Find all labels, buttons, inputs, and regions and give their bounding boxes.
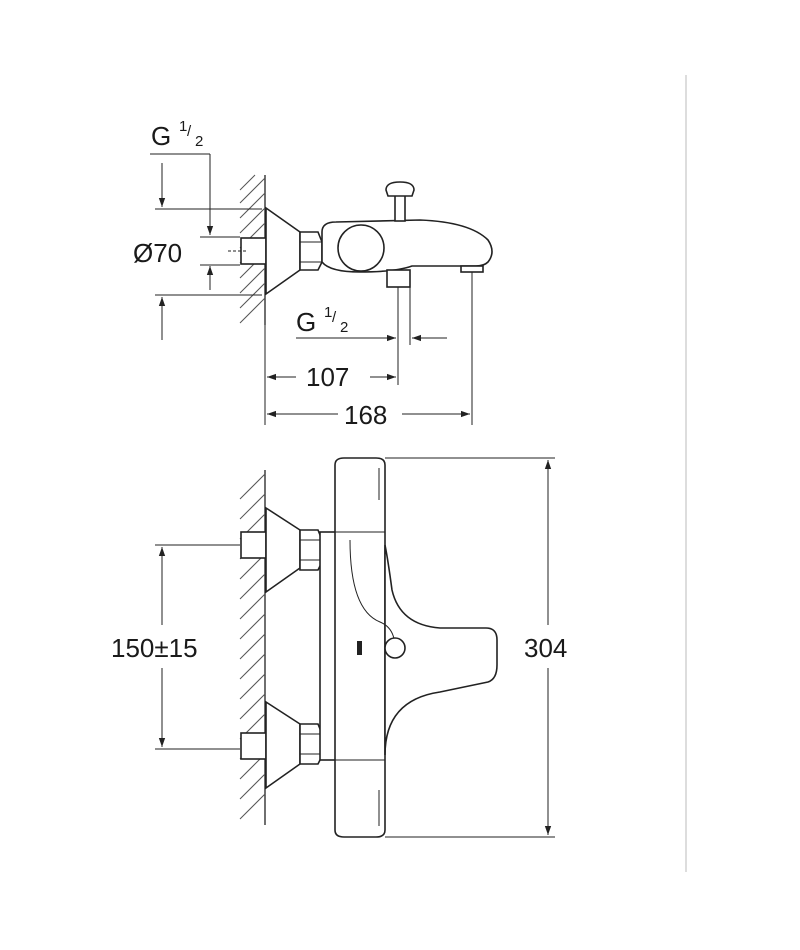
- overall-height-label: 304: [524, 633, 567, 663]
- wall-hatch-bottom: [239, 470, 266, 825]
- outlet-thread-num: 1: [324, 304, 332, 321]
- side-view: G 1 / 2 Ø70 G 1 / 2 107 168: [133, 118, 493, 430]
- svg-text:/: /: [332, 309, 337, 326]
- upper-rosette: [265, 506, 301, 594]
- lower-hex-nut: [299, 723, 323, 765]
- depth-outlet-label: 107: [306, 362, 349, 392]
- svg-text:/: /: [187, 123, 192, 140]
- rosette-cone: [265, 206, 301, 296]
- lower-rosette: [265, 700, 301, 790]
- depth-total-label: 168: [344, 400, 387, 430]
- handle-knob: [337, 224, 385, 272]
- temp-marker: [357, 641, 362, 655]
- diverter-cap: [385, 181, 415, 197]
- hex-nut: [299, 231, 323, 271]
- inlet-thread-num: 1: [179, 118, 187, 135]
- lower-inlet-stub: [240, 732, 267, 760]
- diverter-button: [384, 637, 406, 659]
- inlet-spacing-label: 150±15: [111, 633, 198, 663]
- inlet-thread-prefix: G: [151, 121, 171, 151]
- diverter-stem: [394, 194, 406, 222]
- diameter-label: Ø70: [133, 238, 182, 268]
- spout-front: [384, 544, 498, 756]
- wall-hatch-top: [239, 174, 266, 325]
- outlet-thread-prefix: G: [296, 307, 316, 337]
- spout-aerator: [460, 265, 484, 273]
- front-view: 150±15 304: [111, 457, 567, 838]
- bottom-outlet: [386, 269, 411, 288]
- inlet-thread-den: 2: [195, 133, 203, 150]
- upper-inlet-stub: [240, 531, 267, 559]
- outlet-thread-den: 2: [340, 319, 348, 336]
- upper-hex-nut: [299, 529, 323, 571]
